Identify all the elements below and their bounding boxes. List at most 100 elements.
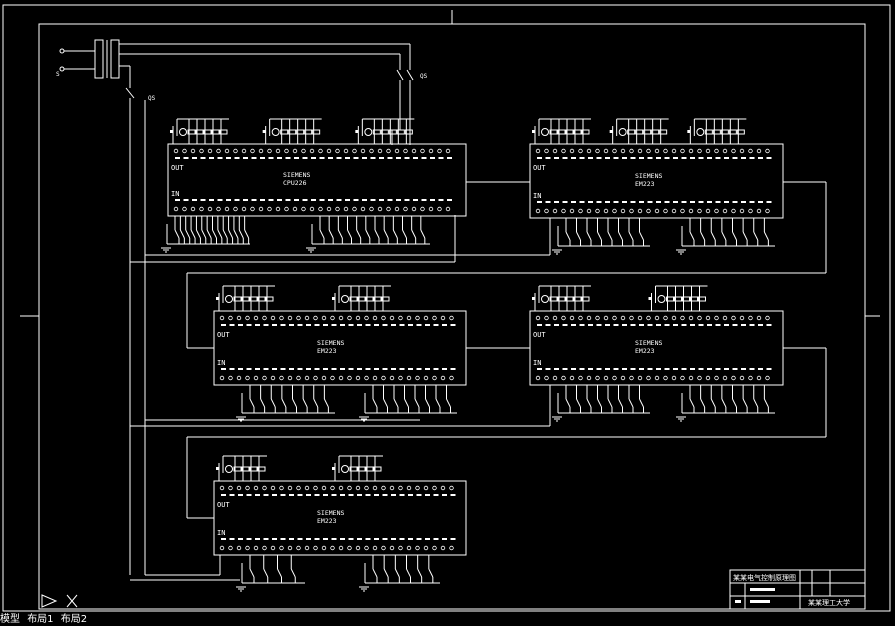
terminal-label bbox=[263, 324, 269, 326]
terminal-label bbox=[246, 368, 252, 370]
terminal-label bbox=[450, 324, 456, 326]
input-terminal bbox=[275, 206, 281, 212]
input-terminal bbox=[296, 545, 301, 551]
input-terminal bbox=[731, 208, 736, 214]
in-label: IN bbox=[217, 529, 225, 537]
terminal-label bbox=[421, 199, 427, 201]
terminal-label bbox=[348, 538, 354, 540]
output-terminal bbox=[233, 148, 238, 154]
terminal-label bbox=[396, 199, 401, 201]
input-terminal bbox=[569, 375, 575, 381]
terminal-label bbox=[314, 538, 320, 540]
output-terminal bbox=[449, 485, 454, 491]
output-terminal bbox=[705, 148, 711, 154]
power-rails bbox=[130, 100, 827, 581]
input-terminal bbox=[377, 206, 383, 212]
terminal-label bbox=[656, 368, 661, 370]
output-terminal bbox=[612, 315, 617, 321]
terminal-label bbox=[433, 494, 439, 496]
switch-label-q1: QS bbox=[148, 95, 156, 102]
in-label: IN bbox=[171, 190, 179, 198]
terminal-label bbox=[391, 494, 396, 496]
input-terminal bbox=[228, 375, 233, 381]
terminal-label bbox=[681, 368, 687, 370]
terminal-label bbox=[331, 368, 337, 370]
output-terminal bbox=[284, 148, 289, 154]
input-terminal bbox=[637, 375, 643, 381]
input-terminal bbox=[739, 208, 745, 214]
output-terminal bbox=[267, 148, 272, 154]
output-terminal bbox=[586, 315, 592, 321]
input-terminal bbox=[449, 375, 454, 381]
in-label: IN bbox=[217, 359, 225, 367]
terminal-label bbox=[766, 368, 772, 370]
terminal-label bbox=[664, 324, 670, 326]
tab-layout1[interactable]: 布局1 bbox=[27, 614, 54, 625]
terminal-label bbox=[277, 157, 282, 159]
terminal-label bbox=[571, 368, 576, 370]
input-terminal bbox=[219, 545, 225, 551]
input-terminal bbox=[355, 545, 361, 551]
terminal-label bbox=[673, 201, 678, 203]
terminal-label bbox=[243, 199, 248, 201]
out-label: OUT bbox=[217, 331, 230, 339]
terminal-label bbox=[588, 157, 593, 159]
input-terminal bbox=[347, 545, 352, 551]
switch-label-q2: QS bbox=[420, 73, 428, 80]
input-terminal bbox=[406, 375, 412, 381]
terminal-label bbox=[630, 368, 636, 370]
input-terminal bbox=[688, 375, 694, 381]
terminal-label bbox=[673, 157, 678, 159]
terminal-label bbox=[289, 368, 294, 370]
terminal-label bbox=[246, 494, 252, 496]
terminal-label bbox=[328, 199, 333, 201]
terminal-label bbox=[260, 157, 265, 159]
terminal-label bbox=[732, 368, 738, 370]
terminal-label bbox=[605, 157, 610, 159]
output-terminal bbox=[697, 148, 702, 154]
terminal-label bbox=[331, 538, 337, 540]
terminal-label bbox=[323, 494, 328, 496]
output-terminal bbox=[586, 148, 592, 154]
terminal-label bbox=[229, 368, 235, 370]
terminal-label bbox=[268, 199, 274, 201]
input-terminal bbox=[173, 206, 179, 212]
title-block-org: 某某理工大学 bbox=[808, 598, 850, 607]
terminal-label bbox=[353, 157, 359, 159]
output-terminal bbox=[216, 148, 221, 154]
output-terminal bbox=[369, 148, 374, 154]
terminal-label bbox=[416, 538, 422, 540]
terminal-label bbox=[758, 157, 763, 159]
input-terminal bbox=[440, 375, 446, 381]
terminal-label bbox=[306, 538, 311, 540]
terminal-label bbox=[399, 368, 405, 370]
terminal-label bbox=[370, 199, 376, 201]
output-terminal bbox=[420, 148, 425, 154]
input-terminal bbox=[440, 545, 446, 551]
tab-model[interactable]: 模型 bbox=[0, 614, 20, 625]
output-terminal bbox=[722, 148, 728, 154]
input-terminal bbox=[561, 208, 566, 214]
output-terminal bbox=[372, 485, 378, 491]
output-terminal bbox=[739, 148, 745, 154]
terminal-label bbox=[314, 368, 320, 370]
output-terminal bbox=[309, 148, 315, 154]
terminal-label bbox=[698, 324, 704, 326]
terminal-label bbox=[438, 199, 444, 201]
terminal-label bbox=[447, 199, 452, 201]
input-terminal bbox=[360, 206, 366, 212]
input-terminal bbox=[629, 208, 634, 214]
terminal-label bbox=[724, 201, 729, 203]
terminal-label bbox=[255, 368, 260, 370]
output-terminal bbox=[313, 485, 318, 491]
output-terminal bbox=[629, 315, 634, 321]
output-terminal bbox=[292, 148, 298, 154]
input-terminal bbox=[714, 375, 719, 381]
terminal-label bbox=[340, 494, 345, 496]
tab-layout2[interactable]: 布局2 bbox=[60, 614, 88, 625]
terminal-label bbox=[336, 157, 342, 159]
terminal-label bbox=[323, 324, 328, 326]
terminal-label bbox=[647, 368, 653, 370]
terminal-label bbox=[425, 494, 430, 496]
terminal-label bbox=[425, 368, 430, 370]
